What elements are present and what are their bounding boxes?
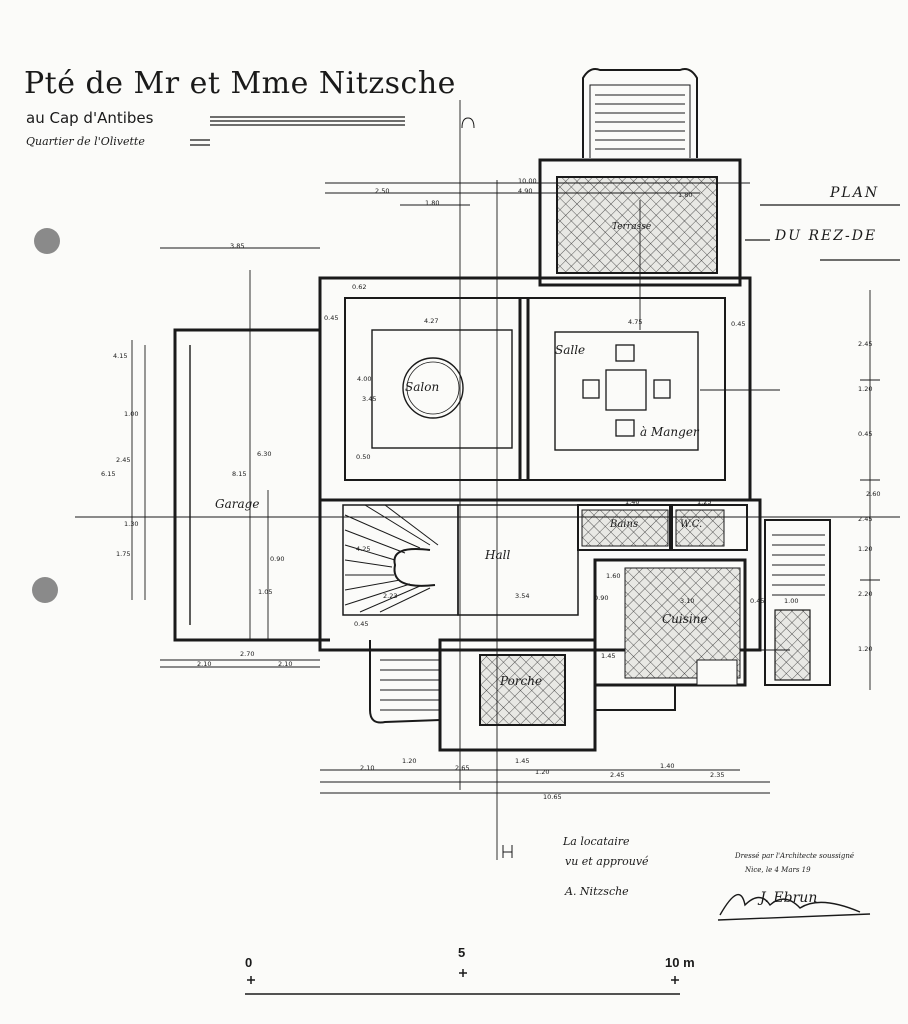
scale-label-10: 10 m [665,955,695,970]
dim-salon-row: 0.45 [731,320,746,328]
punch-hole-bottom [32,577,58,603]
dim-top-total: 10.00 [518,177,537,185]
dim-left: 1.75 [116,550,131,558]
dim-bottom-left: 2.10 [278,660,293,668]
dim-right: 2.20 [858,590,873,598]
dim-right: 1.20 [858,385,873,393]
dim-inner: 3.10 [680,597,695,605]
dim-inner: 0.45 [354,620,369,628]
dim-top: 2.50 [375,187,390,195]
header-rules [190,116,405,146]
room-label-cuisine: Cuisine [662,612,708,626]
room-label-salle: Salle [555,343,586,357]
room-label-garage: Garage [215,497,260,511]
dim-bottom-left: 2.10 [197,660,212,668]
dim-left: 1.00 [124,410,139,418]
axis-markers [461,117,513,858]
dim-bottom: 2.35 [710,771,725,779]
dim-salon-row: 0.45 [324,314,339,322]
hatched-areas [581,509,741,686]
dim-inner: 0.50 [356,453,371,461]
dim-bottom: 1.40 [660,762,675,770]
dim-inner: 1.40 [625,498,640,506]
dim-inner: 4.25 [356,545,371,553]
room-label-bains: Bains [610,519,639,530]
plan-title-line1: PLAN [830,185,880,201]
dim-left: 4.15 [113,352,128,360]
dim-inner: 3.54 [515,592,530,600]
dim-left: 6.15 [101,470,116,478]
dim-right: 2.45 [858,515,873,523]
dim-inner: 1.45 [601,652,616,660]
approval-line2: vu et approuvé [565,855,649,868]
dim-top: 4.90 [518,187,533,195]
dim-right: 1.20 [858,645,873,653]
dim-salon-row: 4.75 [628,318,643,326]
project-district: Quartier de l'Olivette [26,135,145,148]
signature-strokes [717,893,871,921]
dim-right: 0.45 [858,430,873,438]
dim-inner: 4.00 [357,375,372,383]
dim-left: 0.90 [270,555,285,563]
punch-hole-top [34,228,60,254]
plan-title-line2: DU REZ-DE [775,228,878,244]
room-label-salon: Salon [405,380,440,394]
dim-top: 1.80 [678,191,693,199]
salon-table [402,357,464,419]
architect-line2: Nice, le 4 Mars 19 [745,866,811,874]
dim-bottom: 1.20 [535,768,550,776]
dim-bottom: 2.65 [455,764,470,772]
side-stairs [772,534,825,596]
dimension-lines [131,182,880,794]
scale-bar [245,969,680,995]
room-label-manger: à Manger [640,425,699,439]
dim-inner: 3.45 [362,395,377,403]
dim-total: 10.65 [543,793,562,801]
dim-inner: 0.90 [594,594,609,602]
dim-bottom: 1.20 [402,757,417,765]
dim-bottom: 1.45 [515,757,530,765]
plan-title-rules [745,204,900,261]
room-label-porche: Porche [500,674,543,688]
architect-line1: Dressé par l'Architecte soussigné [735,852,855,860]
dim-inner: 1.25 [697,498,712,506]
architect-signature: J. Ebrun [760,890,818,906]
room-label-wc: W.C. [680,519,703,530]
scale-label-5: 5 [458,945,466,960]
dim-left: 1.30 [124,520,139,528]
dim-bottom-left: 2.70 [240,650,255,658]
dim-bottom: 2.45 [610,771,625,779]
dim-bottom: 2.10 [360,764,375,772]
dim-garage-top: 3.85 [230,242,245,250]
dim-right: 2.60 [866,490,881,498]
dim-inner: 0.45 [750,597,765,605]
project-location: au Cap d'Antibes [26,109,154,127]
dim-inner: 2.23 [383,592,398,600]
dim-top: 1.80 [425,199,440,207]
approval-signature: A. Nitzsche [565,885,629,898]
axis-lines [75,100,900,860]
scale-label-0: 0 [245,955,253,970]
porch-stairs [380,649,440,711]
dim-left: 2.45 [116,456,131,464]
dim-right: 1.20 [858,545,873,553]
dining-furniture [582,344,671,437]
dim-salon-row: 4.27 [424,317,439,325]
dim-inner: 1.60 [606,572,621,580]
room-label-terrasse: Terrasse [612,222,652,232]
hall-stairs [344,504,439,613]
project-title: Pté de Mr et Mme Nitzsche [24,66,456,101]
dim-right: 2.45 [858,340,873,348]
room-label-hall: Hall [485,548,511,562]
dim-salon-row: 0.62 [352,283,367,291]
terrace-stairs [595,94,685,150]
dim-left: 8.15 [232,470,247,478]
dim-left: 1.05 [258,588,273,596]
dim-left: 6.30 [257,450,272,458]
approval-line1: La locataire [563,835,630,848]
dim-inner: 1.00 [784,597,799,605]
house-walls [173,276,831,752]
